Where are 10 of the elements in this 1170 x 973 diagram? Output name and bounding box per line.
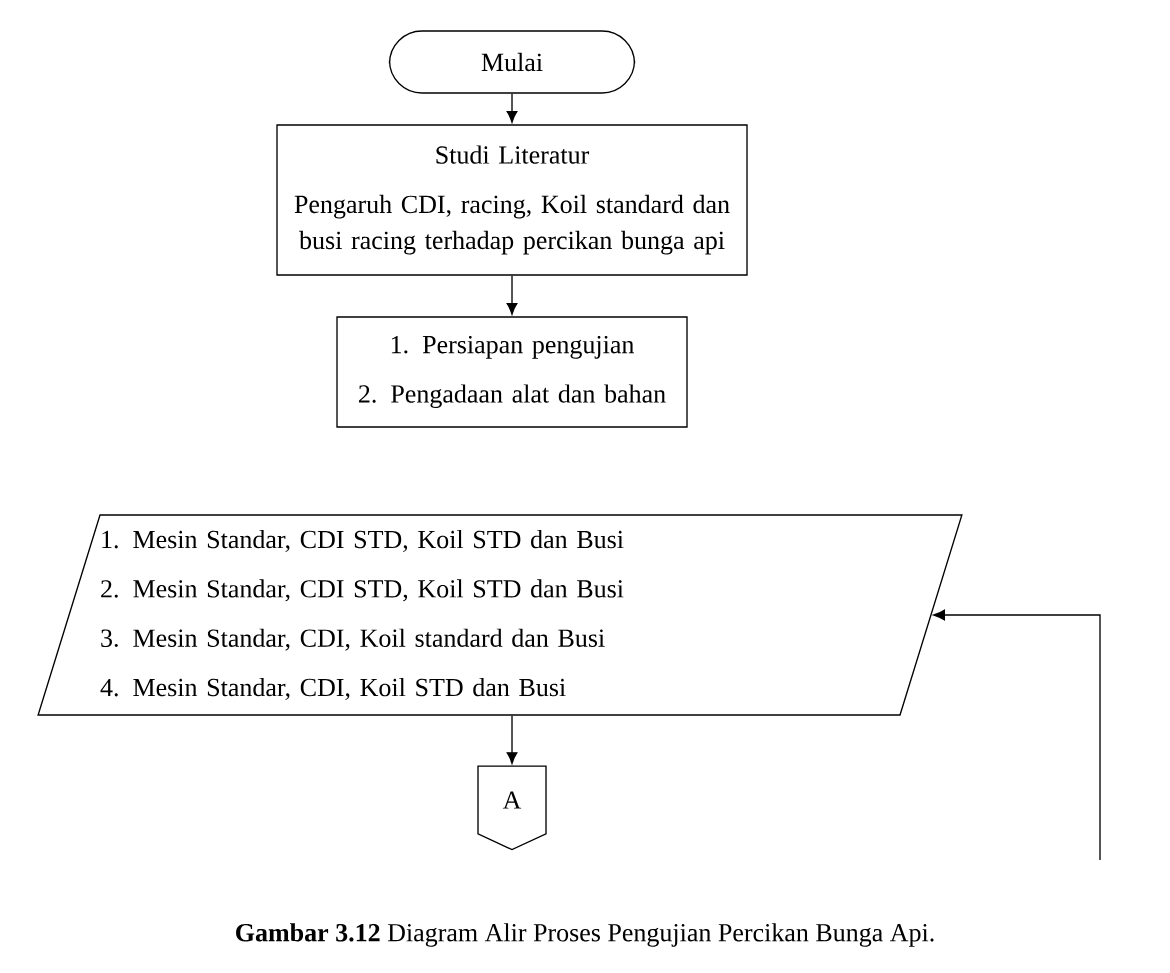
input-parallelogram: 1. Mesin Standar, CDI STD, Koil STD dan Busi 2. Mesin Standar, CDI STD, Koil STD dan Busi 3. Mesin Standar, CDI, Koil standard dan Busi 4. Mesin Standar, CDI, Koil STD dan Busi	[37, 514, 963, 716]
off-page-connector: A	[477, 765, 547, 851]
arrow	[506, 275, 518, 315]
arrow	[933, 609, 1101, 861]
process-box: Studi Literatur Pengaruh CDI, racing, Koil standard dan busi racing terhadap percikan bunga api	[276, 124, 748, 276]
caption: Gambar 3.12 Diagram Alir Proses Pengujian Percikan Bunga Api.	[236, 923, 934, 947]
process-box: 1. Persiapan pengujian 2. Pengadaan alat dan bahan	[336, 316, 688, 428]
arrow	[506, 715, 518, 764]
start-terminator: Mulai	[388, 30, 636, 94]
arrow	[506, 93, 518, 123]
